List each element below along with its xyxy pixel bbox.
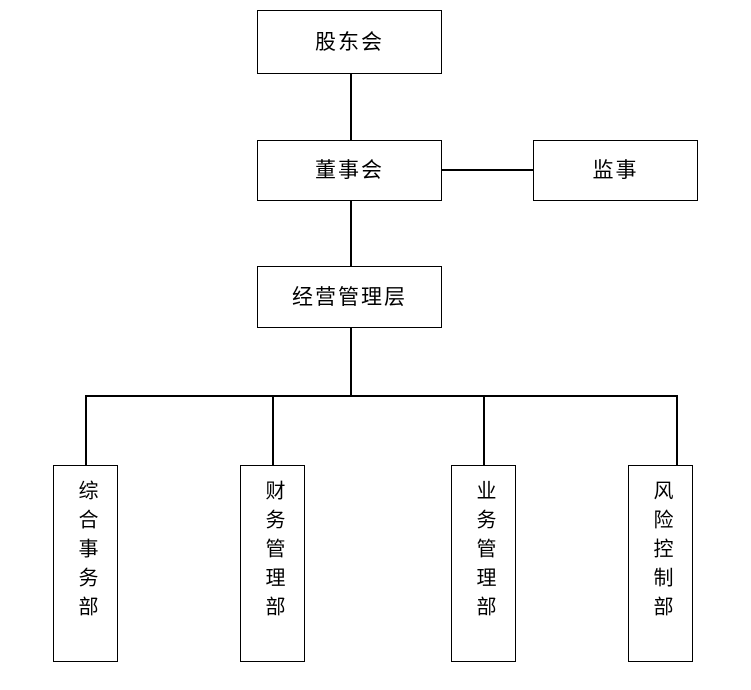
node-risk-control-department[interactable]: 风险控制部 — [628, 465, 693, 662]
connector-bus-to-general-affairs — [85, 395, 87, 465]
node-finance-management-department[interactable]: 财务管理部 — [240, 465, 305, 662]
node-shareholders-meeting-label: 股东会 — [315, 29, 384, 54]
connector-bus-to-risk-control — [676, 395, 678, 465]
connector-board-to-supervisor — [442, 169, 534, 171]
node-finance-management-department-label: 财务管理部 — [262, 480, 284, 625]
node-risk-control-department-label: 风险控制部 — [650, 480, 672, 625]
node-management-layer-label: 经营管理层 — [292, 284, 407, 309]
node-business-management-department-label: 业务管理部 — [473, 480, 495, 625]
connector-department-bus — [85, 395, 677, 397]
node-supervisor-label: 监事 — [592, 158, 639, 183]
connector-shareholders-to-board — [350, 74, 352, 140]
node-management-layer[interactable]: 经营管理层 — [257, 266, 442, 328]
connector-board-to-management — [350, 201, 352, 266]
node-general-affairs-department[interactable]: 综合事务部 — [53, 465, 118, 662]
node-board-of-directors-label: 董事会 — [315, 158, 384, 183]
connector-bus-to-business — [483, 395, 485, 465]
node-supervisor[interactable]: 监事 — [533, 140, 698, 201]
node-shareholders-meeting[interactable]: 股东会 — [257, 10, 442, 74]
node-business-management-department[interactable]: 业务管理部 — [451, 465, 516, 662]
node-general-affairs-department-label: 综合事务部 — [75, 480, 97, 625]
connector-bus-to-finance — [272, 395, 274, 465]
node-board-of-directors[interactable]: 董事会 — [257, 140, 442, 201]
connector-management-to-bus — [350, 328, 352, 396]
